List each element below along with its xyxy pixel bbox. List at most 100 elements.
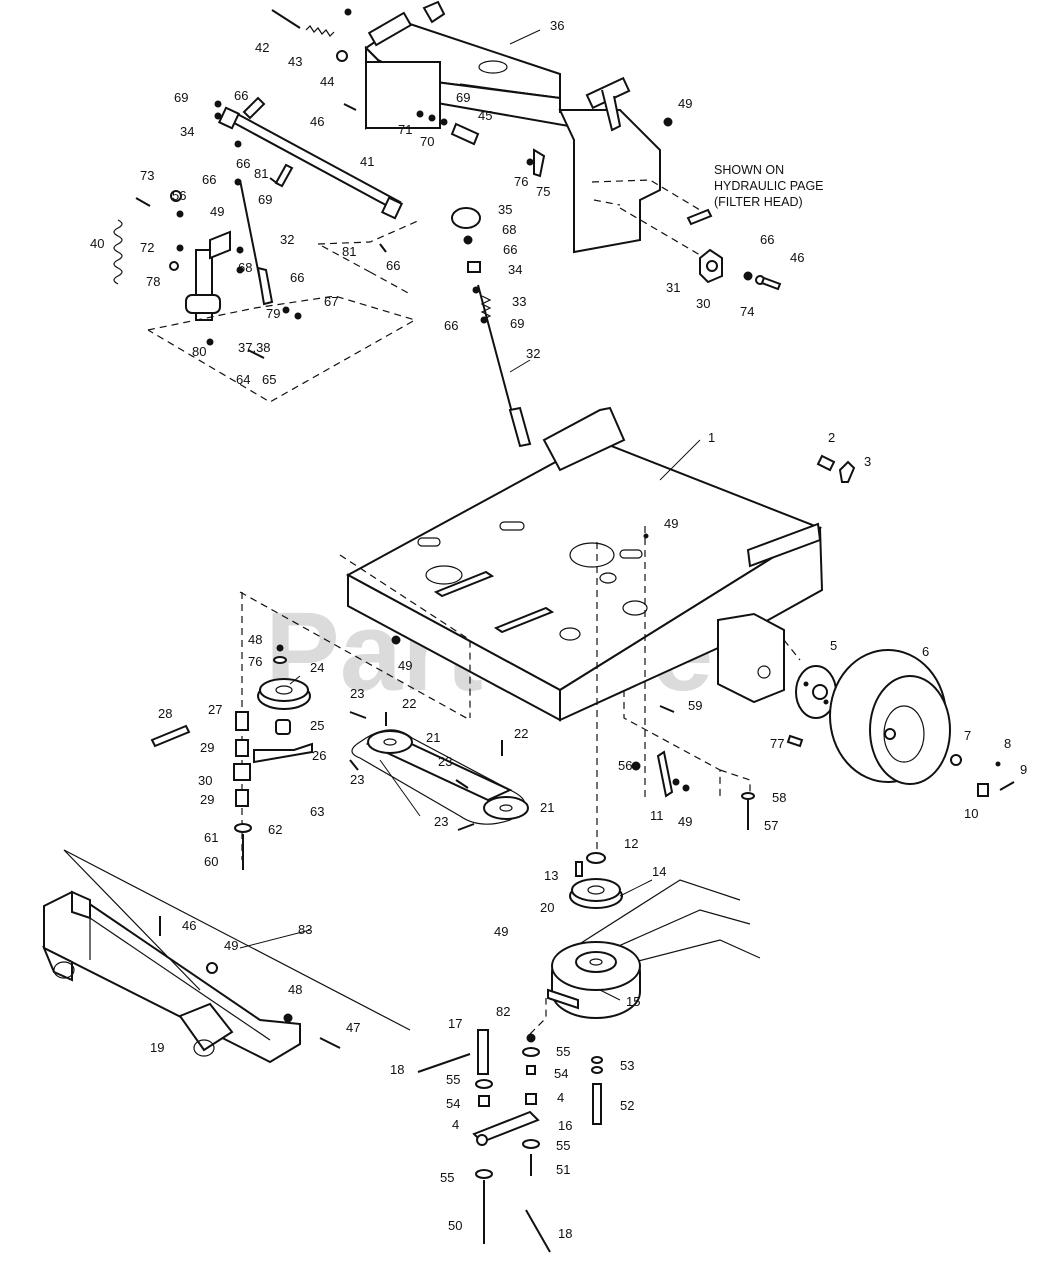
callout-42: 42 (255, 40, 269, 55)
callout-17: 17 (448, 1016, 462, 1031)
callout-15: 15 (626, 994, 640, 1009)
hardware-dots (135, 8, 673, 831)
callout-4b: 4 (452, 1117, 459, 1132)
wheel-fasteners (816, 454, 1015, 797)
callout-19: 19 (150, 1040, 164, 1055)
callout-32a: 32 (280, 232, 294, 247)
callout-66d: 66 (290, 270, 304, 285)
callout-4a: 4 (557, 1090, 564, 1105)
callout-79: 79 (266, 306, 280, 321)
callout-73: 73 (140, 168, 154, 183)
callout-74: 74 (740, 304, 754, 319)
callout-6: 6 (922, 644, 929, 659)
callout-23b: 23 (350, 772, 364, 787)
callout-69c: 69 (258, 192, 272, 207)
callout-65: 65 (262, 372, 276, 387)
callout-47: 47 (346, 1020, 360, 1035)
control-lever-shaft (217, 96, 421, 295)
callout-66e: 66 (386, 258, 400, 273)
pivot-bracket-assembly (619, 207, 782, 291)
callout-labels: 1 2 3 4 4 5 6 7 8 9 10 11 12 13 14 15 16… (90, 18, 1027, 1241)
callout-43: 43 (288, 54, 302, 69)
callout-30a: 30 (198, 773, 212, 788)
callout-40: 40 (90, 236, 104, 251)
clutch-bolt-stack (591, 1056, 603, 1125)
callout-24: 24 (310, 660, 324, 675)
note-line-2: HYDRAULIC PAGE (714, 179, 824, 193)
right-control-rod (451, 207, 532, 448)
callout-23d: 23 (434, 814, 448, 829)
callout-41: 41 (360, 154, 374, 169)
clutch-pulley-assembly (547, 852, 761, 1019)
callout-49c: 49 (664, 516, 678, 531)
callout-49a: 49 (678, 96, 692, 111)
callout-69d: 69 (510, 316, 524, 331)
left-control-rod (113, 179, 417, 403)
callout-21b: 21 (540, 800, 554, 815)
dashed-guide-2 (239, 591, 471, 721)
callout-52: 52 (620, 1098, 634, 1113)
callout-48a: 48 (248, 632, 262, 647)
callout-76b: 76 (248, 654, 262, 669)
callout-66g: 66 (444, 318, 458, 333)
callout-25: 25 (310, 718, 324, 733)
callout-70: 70 (420, 134, 434, 149)
callout-11: 11 (650, 808, 664, 823)
callout-37-38: 37,38 (238, 340, 271, 355)
callout-29a: 29 (200, 740, 214, 755)
dashed-guide-1 (339, 554, 471, 718)
callout-9: 9 (1020, 762, 1027, 777)
callout-62: 62 (268, 822, 282, 837)
callout-66f: 66 (503, 242, 517, 257)
callout-51: 51 (556, 1162, 570, 1177)
front-bracket (42, 849, 411, 1064)
callout-10: 10 (964, 806, 978, 821)
callout-12: 12 (624, 836, 638, 851)
callout-14: 14 (652, 864, 666, 879)
callout-46b: 46 (790, 250, 804, 265)
callout-1: 1 (708, 430, 715, 445)
drive-belt-assembly (351, 712, 529, 825)
callout-54a: 54 (554, 1066, 568, 1081)
callout-56a: 56 (172, 188, 186, 203)
callout-23c: 23 (438, 754, 452, 769)
callout-35: 35 (498, 202, 512, 217)
callout-72: 72 (140, 240, 154, 255)
callout-46c: 46 (182, 918, 196, 933)
callout-50: 50 (448, 1218, 462, 1233)
callout-57: 57 (764, 818, 778, 833)
callout-20: 20 (540, 900, 554, 915)
idler-arm-stack (417, 998, 551, 1253)
callout-64: 64 (236, 372, 250, 387)
callout-13: 13 (544, 868, 558, 883)
callout-66c: 66 (202, 172, 216, 187)
callout-33: 33 (512, 294, 526, 309)
main-deck-plate (345, 406, 824, 722)
callout-31: 31 (666, 280, 680, 295)
callout-49d: 49 (398, 658, 412, 673)
callout-49g: 49 (494, 924, 508, 939)
callout-81b: 81 (342, 244, 356, 259)
callout-60: 60 (204, 854, 218, 869)
callout-45: 45 (478, 108, 492, 123)
callout-67: 67 (324, 294, 338, 309)
callout-58: 58 (772, 790, 786, 805)
callout-66h: 66 (760, 232, 774, 247)
idler-pulley-left (150, 678, 313, 870)
callout-55b: 55 (446, 1072, 460, 1087)
callout-34b: 34 (508, 262, 522, 277)
callout-27: 27 (208, 702, 222, 717)
callout-16: 16 (558, 1118, 572, 1133)
callout-28: 28 (158, 706, 172, 721)
callout-26: 26 (312, 748, 326, 763)
callout-55c: 55 (556, 1138, 570, 1153)
callout-82: 82 (496, 1004, 510, 1019)
filter-head-note: SHOWN ON HYDRAULIC PAGE (FILTER HEAD) (591, 163, 824, 226)
callout-66b: 66 (236, 156, 250, 171)
callout-61: 61 (204, 830, 218, 845)
callout-49b: 49 (210, 204, 224, 219)
callout-69a: 69 (174, 90, 188, 105)
callout-18b: 18 (558, 1226, 572, 1241)
callout-80: 80 (192, 344, 206, 359)
